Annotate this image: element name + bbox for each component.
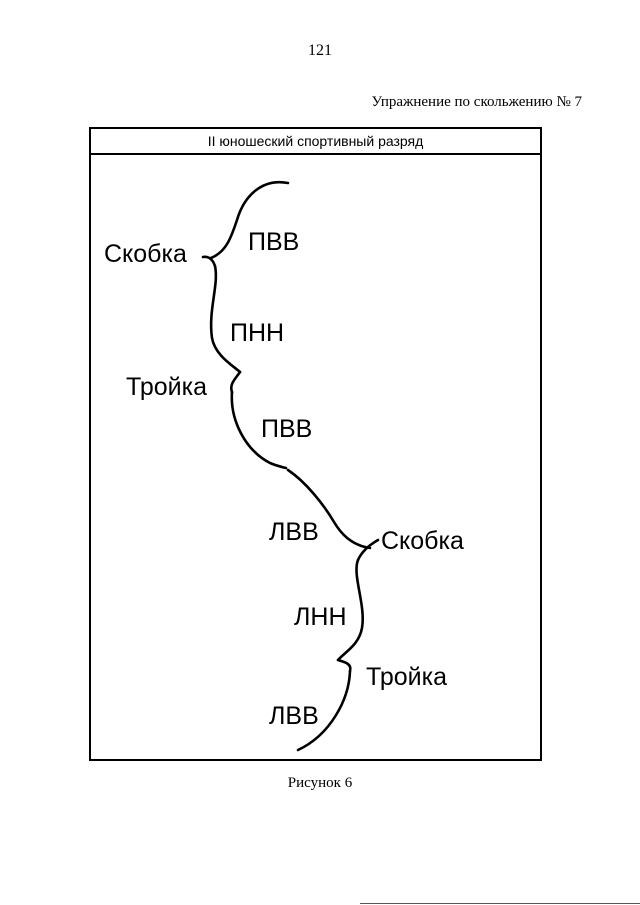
path-segment-pvv-2 — [230, 390, 288, 470]
path-segment-pnn-1 — [209, 264, 242, 374]
path-cusp-skobka-2 — [356, 538, 380, 562]
figure-caption: Рисунок 6 — [287, 775, 353, 791]
path-segment-pvv-1 — [209, 180, 290, 260]
scan-edge-line — [360, 903, 640, 904]
label-pvv-2: ПВВ — [261, 415, 312, 443]
path-segment-lnn-1 — [336, 558, 365, 662]
label-skobka-2: Скобка — [381, 527, 464, 555]
diagram-frame: II юношеский спортивный разряд — [89, 127, 542, 761]
frame-header: II юношеский спортивный разряд — [91, 129, 540, 155]
label-pnn-1: ПНН — [230, 319, 284, 347]
label-pvv-1: ПВВ — [248, 228, 299, 256]
path-cusp-troika-1 — [230, 370, 242, 394]
label-troika-1: Тройка — [126, 373, 207, 401]
path-segment-lvv-2 — [296, 669, 352, 752]
path-segment-lvv-1 — [286, 468, 372, 550]
exercise-title: Упражнение по скольжению № 7 — [371, 94, 582, 110]
label-skobka-1: Скобка — [104, 240, 187, 268]
path-cusp-skobka-1 — [201, 255, 217, 268]
label-troika-2: Тройка — [366, 663, 447, 691]
path-cusp-troika-2 — [336, 658, 352, 673]
label-lvv-2: ЛВВ — [269, 702, 319, 730]
label-lnn-1: ЛНН — [294, 603, 347, 631]
label-lvv-1: ЛВВ — [269, 518, 319, 546]
page-number: 121 — [308, 42, 332, 59]
